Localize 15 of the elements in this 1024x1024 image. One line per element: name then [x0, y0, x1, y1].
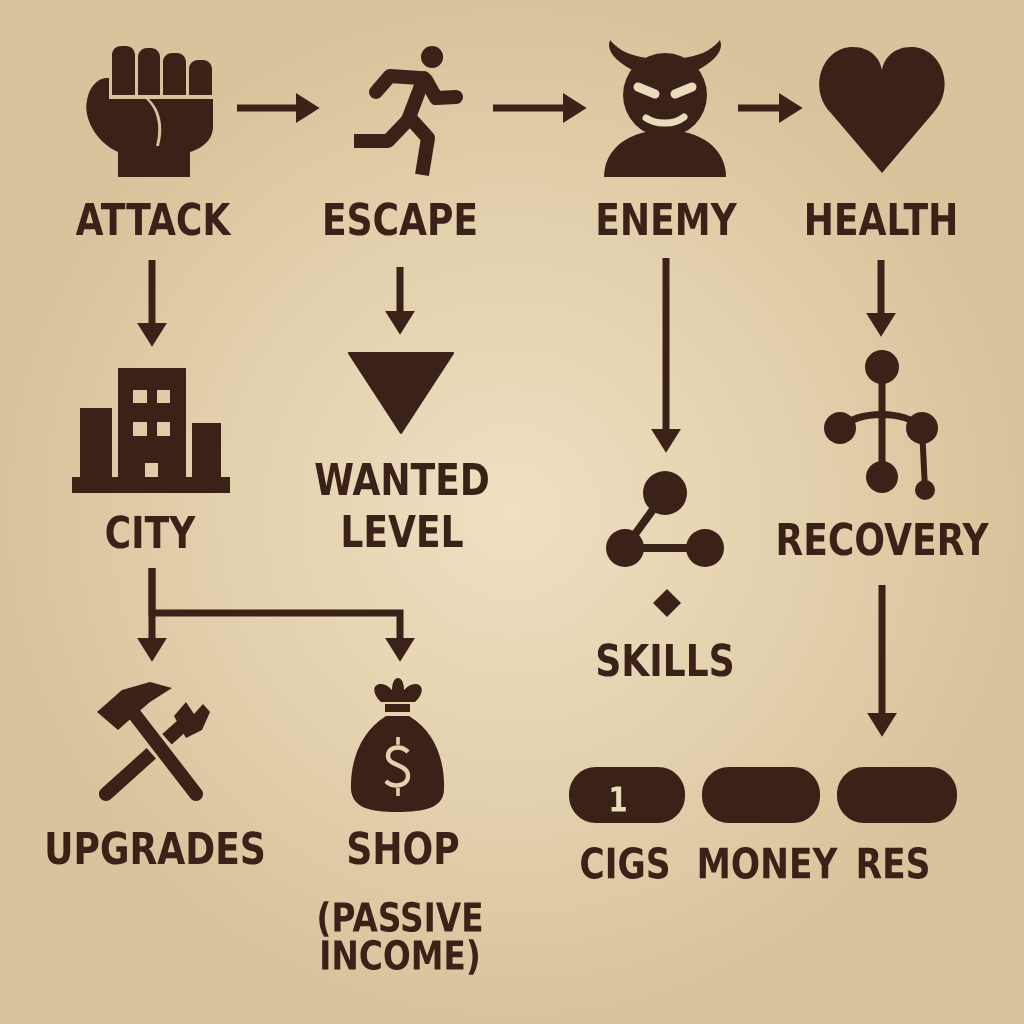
- node-label: SHOP: [348, 831, 459, 865]
- node-label: ESCAPE: [325, 202, 476, 236]
- node-label: CIGS: [581, 847, 669, 879]
- node-label: SKILLS: [597, 643, 732, 677]
- node-label: CITY: [106, 515, 196, 549]
- node-label: RES: [858, 847, 928, 879]
- node-label: ATTACK: [75, 202, 232, 236]
- node-label: RECOVERY: [778, 522, 989, 556]
- node-label: UPGRADES: [47, 831, 264, 865]
- pill-badge: 1: [569, 767, 685, 823]
- node-label: MONEY: [699, 847, 838, 879]
- node-label: HEALTH: [807, 202, 955, 235]
- node-label: ENEMY: [598, 202, 738, 235]
- node-label: (PASSIVE INCOME): [319, 901, 482, 975]
- node-label: WANTED LEVEL: [315, 462, 488, 548]
